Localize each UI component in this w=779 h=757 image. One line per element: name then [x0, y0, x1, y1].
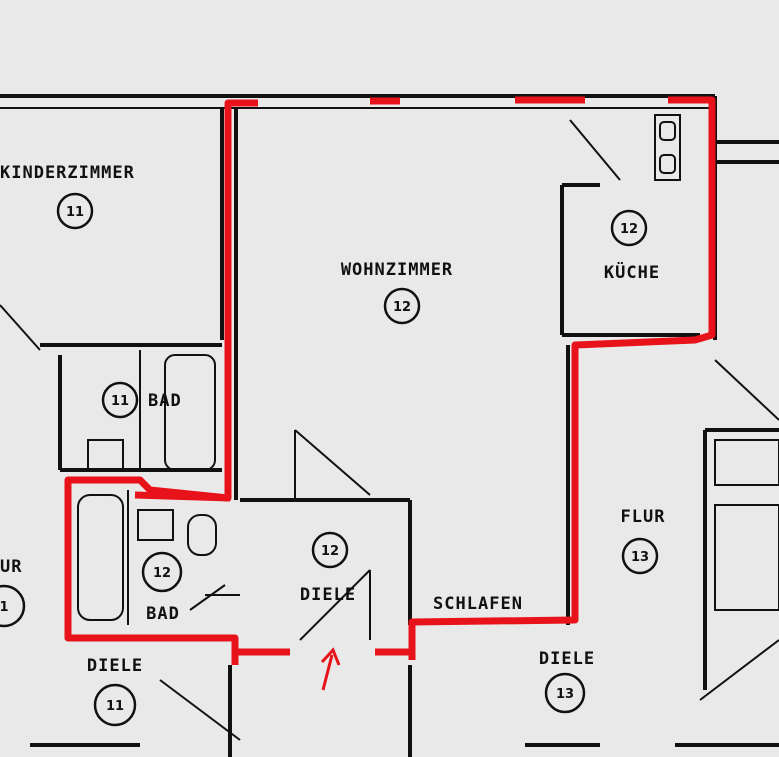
room-label-wohnzimmer: WOHNZIMMER — [341, 260, 453, 280]
room-number-flur-left: 1 — [0, 600, 9, 615]
room-label-diele-12: DIELE — [300, 585, 356, 605]
highlighted-apartment-outline — [64, 96, 716, 665]
entrance-arrow — [320, 647, 341, 691]
room-label-bad-12: BAD — [146, 604, 180, 624]
room-number-diele-12: 12 — [321, 544, 339, 559]
room-label-kinderzimmer: KINDERZIMMER — [0, 163, 135, 183]
room-label-flur-left: UR — [0, 557, 22, 577]
room-number-wohnzimmer: 12 — [393, 300, 411, 315]
room-label-diele-13: DIELE — [539, 649, 595, 669]
room-number-bad-11: 11 — [111, 394, 129, 409]
room-number-flur-13: 13 — [631, 550, 649, 565]
room-label-diele-11: DIELE — [87, 656, 143, 676]
room-number-kinderzimmer: 11 — [66, 205, 84, 220]
interior-walls — [0, 108, 779, 757]
room-number-kueche: 12 — [620, 222, 638, 237]
room-label-bad-11: BAD — [148, 391, 182, 411]
room-label-flur-13: FLUR — [621, 507, 666, 527]
room-number-diele-11: 11 — [106, 699, 124, 714]
room-label-kueche: KÜCHE — [604, 261, 660, 283]
room-number-bad-12: 12 — [153, 566, 171, 581]
room-label-schlafen: SCHLAFEN — [433, 594, 523, 614]
room-number-diele-13: 13 — [556, 687, 574, 702]
